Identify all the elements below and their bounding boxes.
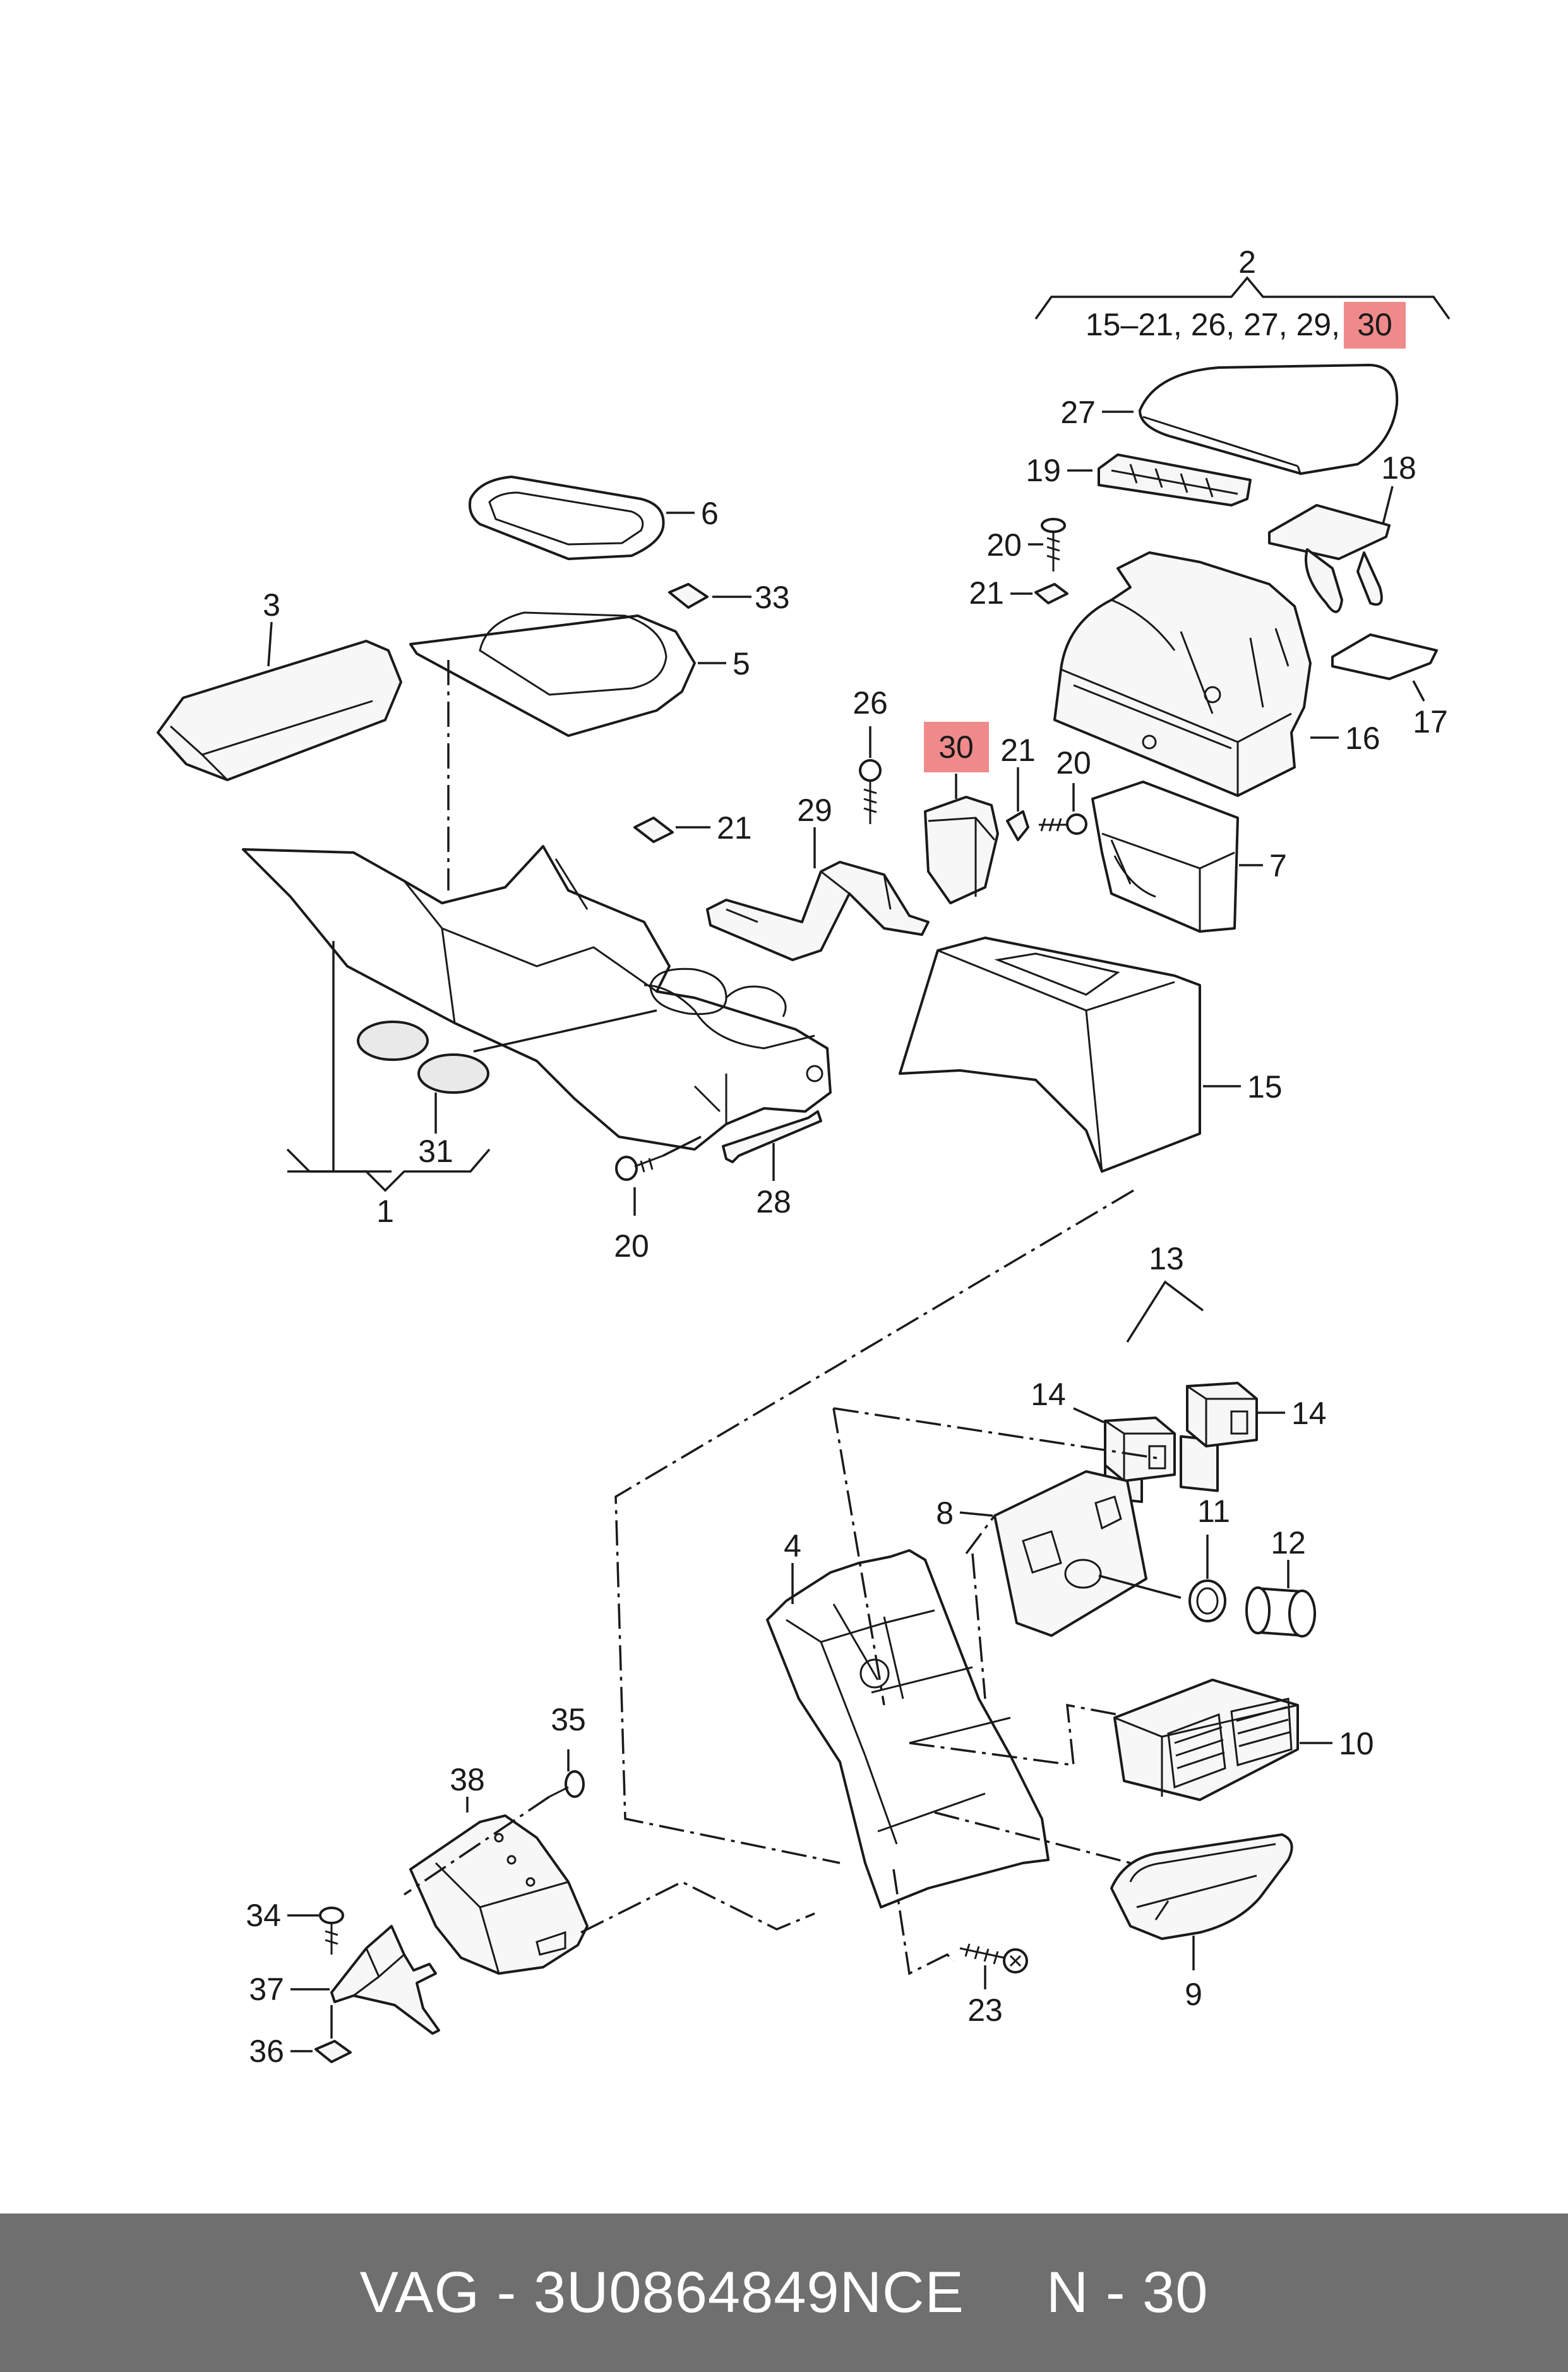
side-trim-part: 3 (157, 587, 402, 781)
switch-14-right: 14 (1186, 1382, 1327, 1447)
insert-mats-part: 31 (357, 1009, 657, 1169)
callout-35: 35 (551, 1702, 586, 1737)
screw-26-part: 26 (853, 685, 888, 824)
callout-37: 37 (249, 1972, 284, 2007)
callout-5: 5 (733, 646, 750, 681)
dash-console-to-tray (934, 1811, 1131, 1864)
callout-2: 2 (1238, 244, 1256, 280)
callout-28: 28 (756, 1184, 791, 1219)
highlight-box-top (1344, 302, 1406, 349)
rear-console-part: 4 (766, 1528, 1050, 1908)
bracket-29-part: 29 (706, 793, 930, 961)
callout-29: 29 (797, 793, 832, 828)
clip-33-part: 33 (668, 580, 790, 615)
screw-20-lower: 20 (614, 1135, 702, 1264)
callout-23: 23 (967, 1992, 1003, 2028)
dash-console-to-screw (892, 1869, 955, 1975)
assembly-2-bracket: 2 15–21, 26, 27, 29, 30 (1034, 244, 1451, 349)
screw-34-part: 34 (246, 1898, 344, 1955)
dash-switch-to-console (833, 1407, 1163, 1460)
callout-27: 27 (1060, 395, 1096, 430)
clip-21-upper: 21 (969, 575, 1068, 611)
vent-10-part: 10 (1113, 1679, 1374, 1801)
front-console-part (242, 845, 832, 1151)
callout-38: 38 (450, 1762, 485, 1797)
callout-12: 12 (1271, 1525, 1306, 1560)
nut-36-part: 36 (249, 2005, 352, 2069)
callout-17: 17 (1413, 704, 1448, 740)
switch-13-right: 13 (1126, 1241, 1219, 1492)
screw-35-part: 35 (549, 1702, 586, 1798)
screw-20-middle: 20 (1039, 745, 1091, 835)
callout-15: 15 (1247, 1069, 1283, 1105)
callout-1: 1 (376, 1194, 394, 1229)
cover-38-part: 38 (409, 1762, 589, 1975)
dash-cover-to-console (580, 1881, 815, 1934)
callout-13: 13 (1149, 1241, 1184, 1276)
armrest-frame-part: 16 (1053, 551, 1380, 797)
bracket-37-part: 37 (249, 1925, 440, 2035)
highlight-box-30 (924, 722, 989, 772)
footer-part-number: VAG - 3U0864849NCE (359, 2260, 964, 2325)
part-30-highlighted: 30 (924, 722, 999, 904)
mat-17-part: 17 (1331, 633, 1448, 740)
footer-bar: VAG - 3U0864849NCE N - 30 (0, 2213, 1568, 2372)
ring-11-part: 11 (1188, 1494, 1230, 1622)
screw-23-part: 23 (959, 1943, 1028, 2028)
callout-21b: 21 (1000, 733, 1036, 768)
clip-21-middle: 21 (1000, 733, 1036, 841)
shift-trim-frame-part: 6 (469, 476, 719, 560)
callout-34: 34 (246, 1898, 281, 1933)
rear-panel-part: 15 (899, 937, 1283, 1173)
hinge-part: 19 (1026, 453, 1252, 506)
callout-3: 3 (263, 587, 280, 623)
assembly-includes-highlight: 30 (1357, 307, 1392, 342)
dash-panel-to-vent (909, 1514, 1118, 1767)
callout-31: 31 (418, 1134, 453, 1169)
callout-16: 16 (1345, 721, 1380, 756)
callout-33: 33 (755, 580, 790, 615)
ashtray-9-part: 9 (1110, 1833, 1293, 2012)
callout-21a: 21 (969, 575, 1004, 611)
dash-console-verticals (832, 1408, 986, 1706)
callout-8: 8 (936, 1495, 954, 1531)
dash-screw-to-cover (404, 1795, 550, 1896)
bracket-18-part: 18 (1268, 450, 1416, 613)
callout-26: 26 (853, 685, 888, 721)
assembly-includes-text: 15–21, 26, 27, 29, (1086, 307, 1340, 342)
callout-1-bracket: 1 (286, 941, 491, 1229)
callout-19: 19 (1026, 453, 1061, 488)
callout-4: 4 (784, 1528, 801, 1564)
callout-14b: 14 (1291, 1396, 1327, 1431)
callout-18: 18 (1381, 450, 1416, 486)
dash-line-console-to-rear (614, 1189, 1134, 1864)
switch-14-left: 14 (1031, 1377, 1176, 1482)
exploded-parts-diagram: 2 15–21, 26, 27, 29, 30 27 19 18 20 21 (157, 244, 1451, 2069)
callout-21c: 21 (717, 810, 752, 846)
callout-20c: 20 (614, 1228, 649, 1264)
storage-tray-part: 7 (1091, 781, 1287, 933)
callout-11: 11 (1197, 1494, 1230, 1529)
callout-10: 10 (1339, 1726, 1374, 1761)
bracket-28-part: 28 (722, 1110, 822, 1219)
callout-20b: 20 (1056, 745, 1091, 781)
callout-14a: 14 (1031, 1377, 1066, 1412)
upper-trim-part: 5 (409, 611, 750, 737)
callout-7: 7 (1269, 848, 1287, 884)
clip-21-left: 21 (633, 810, 752, 846)
screw-20-upper: 20 (986, 518, 1066, 572)
footer-page-ref: N - 30 (1046, 2260, 1209, 2325)
switch-panel-part: 8 (936, 1470, 1182, 1637)
armrest-lid-part: 27 (1060, 364, 1399, 476)
callout-9: 9 (1185, 1977, 1202, 2012)
callout-6: 6 (701, 496, 719, 531)
callout-36: 36 (249, 2034, 284, 2069)
callout-20a: 20 (986, 527, 1022, 563)
callout-30: 30 (938, 729, 974, 765)
socket-12-part: 12 (1245, 1525, 1316, 1638)
